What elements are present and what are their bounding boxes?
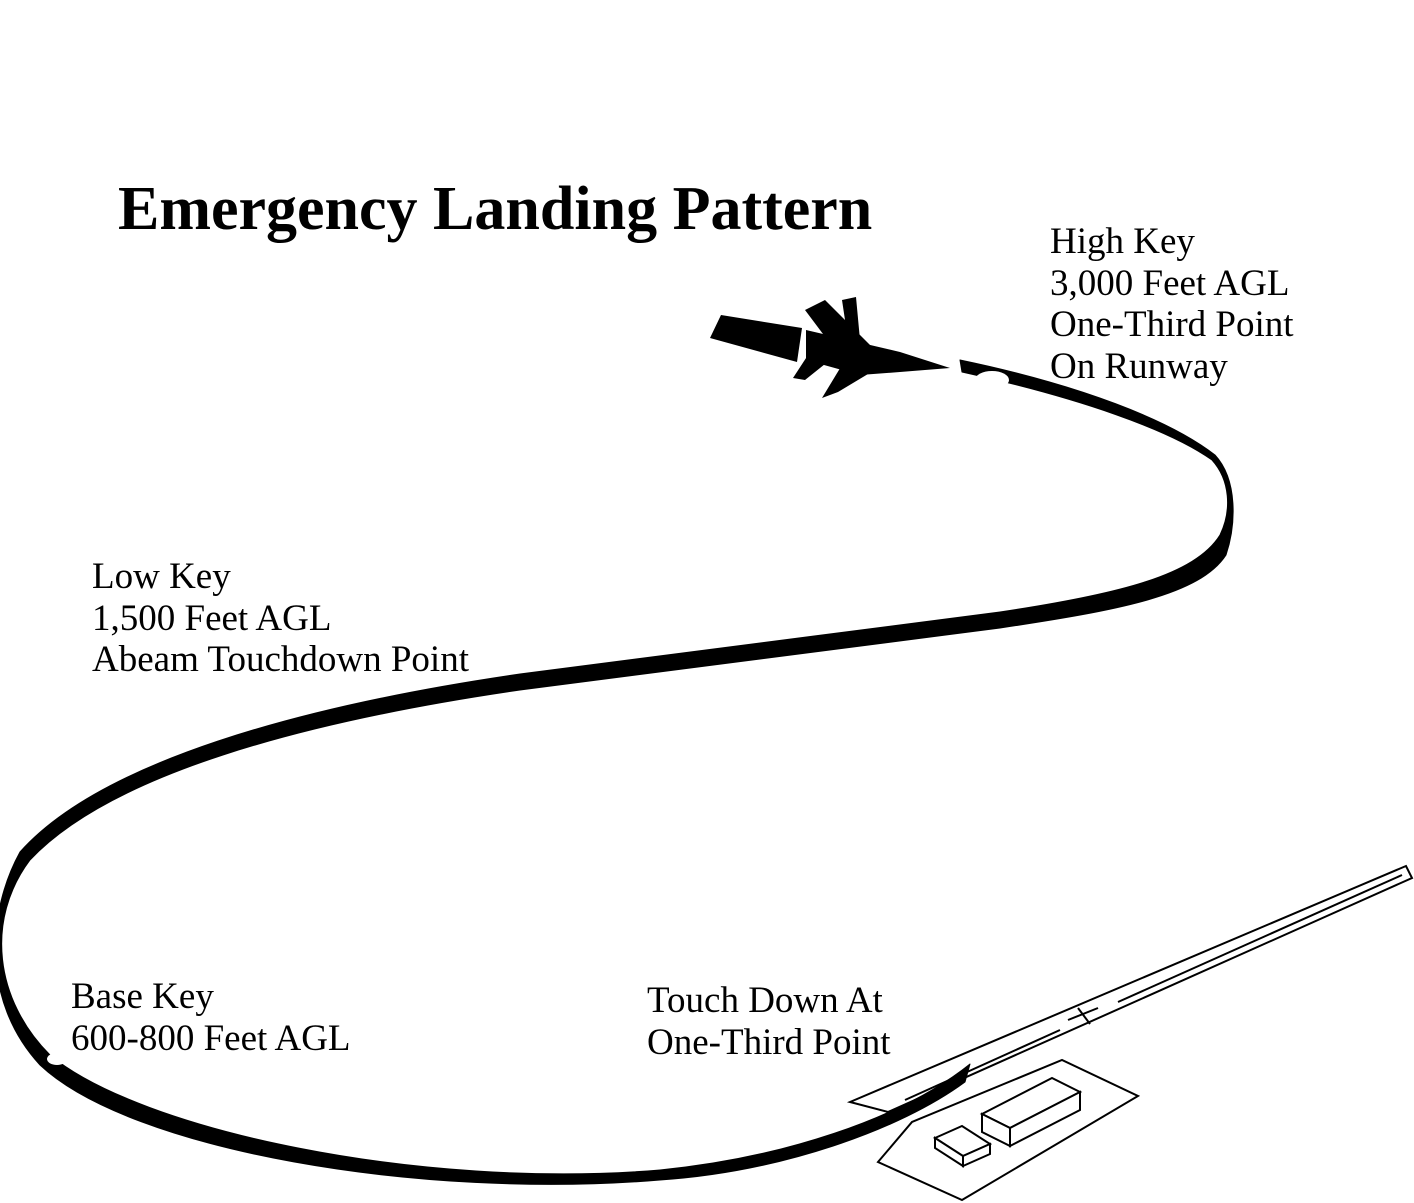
base-key-label: Base Key 600-800 Feet AGL: [71, 976, 351, 1059]
high-key-altitude: 3,000 Feet AGL: [1050, 262, 1290, 304]
runway-centerline-lower: [904, 1029, 1061, 1101]
base-key-name: Base Key: [71, 976, 214, 1017]
touchdown-label: Touch Down At One-Third Point: [647, 980, 891, 1063]
runway-icon: [846, 864, 1414, 1114]
aircraft-lower-wing: [822, 360, 878, 398]
flight-path-ribbon: [0, 359, 1234, 1185]
high-key-name: High Key: [1050, 221, 1195, 262]
low-key-name: Low Key: [92, 556, 231, 597]
base-key-altitude: 600-800 Feet AGL: [71, 1017, 351, 1059]
low-key-label: Low Key 1,500 Feet AGL Abeam Touchdown P…: [92, 556, 469, 681]
hangar-small-side: [962, 1142, 991, 1168]
touchdown-line-2: One-Third Point: [647, 1021, 891, 1063]
aircraft-upper-fin: [842, 297, 860, 340]
aircraft-exhaust-trail: [710, 315, 802, 362]
high-key-marker: [975, 371, 1009, 389]
low-key-position: Abeam Touchdown Point: [92, 639, 469, 680]
hangars-icon: [876, 1058, 1141, 1202]
runway-crossmark: [1077, 1007, 1091, 1025]
high-key-position-detail: On Runway: [1050, 345, 1228, 387]
runway-centerline: [1117, 874, 1403, 1003]
hangar-large-side: [1009, 1090, 1081, 1148]
jet-fighter-icon: [710, 297, 950, 398]
high-key-position: One-Third Point: [1050, 304, 1294, 345]
diagram-title: Emergency Landing Pattern: [118, 175, 873, 243]
low-key-altitude: 1,500 Feet AGL: [92, 597, 332, 639]
runway-crossmark-bar: [1067, 1007, 1099, 1021]
runway-outline: [846, 864, 1414, 1114]
high-key-label: High Key 3,000 Feet AGL One-Third Point …: [1050, 221, 1294, 387]
low-key-marker: [511, 691, 533, 707]
touchdown-line-1: Touch Down At: [647, 980, 883, 1021]
aircraft-lower-stabilizer: [793, 355, 830, 380]
base-key-marker: [47, 1053, 67, 1065]
